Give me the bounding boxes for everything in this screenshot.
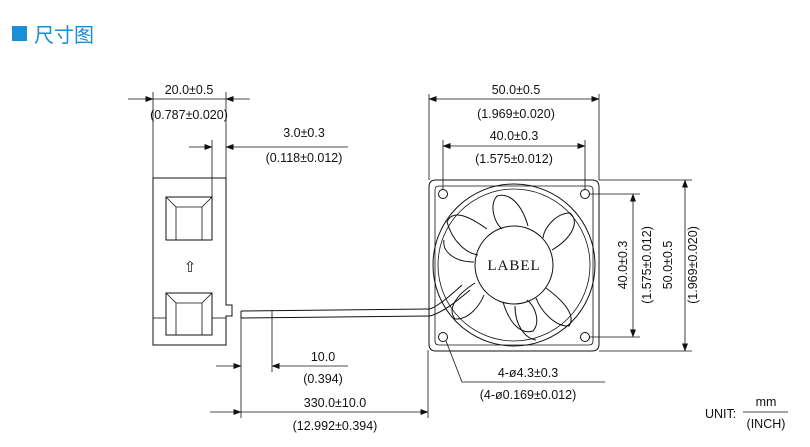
page-title: 尺寸图 <box>12 20 94 47</box>
lead-wires <box>240 284 471 319</box>
front-view <box>428 179 600 352</box>
side-view <box>152 177 233 346</box>
title-square-icon <box>12 25 27 41</box>
airflow-arrow-icon: ⇧ <box>184 259 197 276</box>
lead-length-inch: (12.992±0.394) <box>293 419 378 433</box>
hole-pitch-v-inch: (1.575±0.012) <box>640 226 654 304</box>
unit-label: UNIT: <box>705 407 736 421</box>
unit-mm: mm <box>756 395 777 409</box>
lead-length-value: 330.0±10.0 <box>304 396 367 410</box>
hole-pitch-v-value: 40.0±0.3 <box>616 241 630 290</box>
wire-strip-value: 10.0 <box>311 350 335 364</box>
unit-inch: (INCH) <box>747 417 786 431</box>
wire-strip-inch: (0.394) <box>303 372 343 386</box>
overall-width-inch: (1.969±0.020) <box>477 107 555 121</box>
holes-value: 4-ø4.3±0.3 <box>498 366 558 380</box>
hole-pitch-h-inch: (1.575±0.012) <box>475 152 553 166</box>
holes-inch: (4-ø0.169±0.012) <box>480 388 577 402</box>
side-depth-value: 20.0±0.5 <box>165 83 214 97</box>
page-title-text: 尺寸图 <box>34 22 94 47</box>
fan-label: LABEL <box>487 258 540 274</box>
side-depth-inch: (0.787±0.020) <box>150 108 228 122</box>
hole-pitch-h-value: 40.0±0.3 <box>490 129 539 143</box>
rib-offset-value: 3.0±0.3 <box>283 126 325 140</box>
overall-height-inch: (1.969±0.020) <box>686 226 700 304</box>
overall-width-value: 50.0±0.5 <box>492 83 541 97</box>
rib-offset-inch: (0.118±0.012) <box>266 151 343 165</box>
overall-height-value: 50.0±0.5 <box>661 241 675 290</box>
